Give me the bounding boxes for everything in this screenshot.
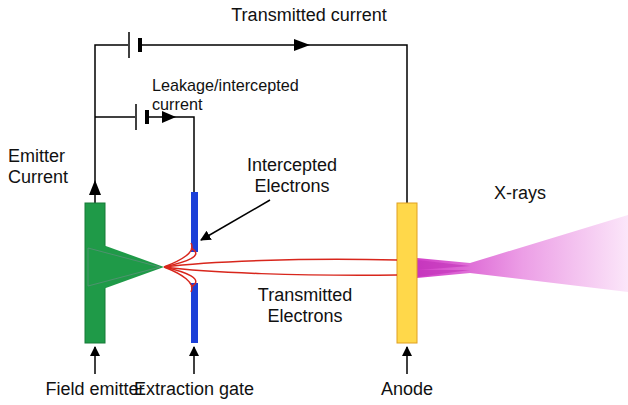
- current-label: Leakage/intercepted current: [152, 76, 302, 114]
- electron-trajectory: [164, 243, 397, 292]
- current-label: Transmitted current: [214, 5, 404, 26]
- current-label: Emitter Current: [8, 146, 90, 188]
- circuit-wire: [95, 45, 407, 203]
- leader-arrow: [95, 200, 407, 374]
- part-label: Anode: [357, 379, 457, 400]
- x-ray-beam: [417, 215, 628, 292]
- battery-symbol: [129, 32, 147, 130]
- beam-label: X-rays: [480, 183, 560, 204]
- extraction-gate: [191, 192, 198, 343]
- electron-label: Intercepted Electrons: [222, 155, 362, 197]
- part-label: Extraction gate: [124, 379, 264, 400]
- electron-label: Transmitted Electrons: [240, 285, 370, 327]
- anode: [397, 203, 417, 343]
- field-emitter: [85, 203, 164, 343]
